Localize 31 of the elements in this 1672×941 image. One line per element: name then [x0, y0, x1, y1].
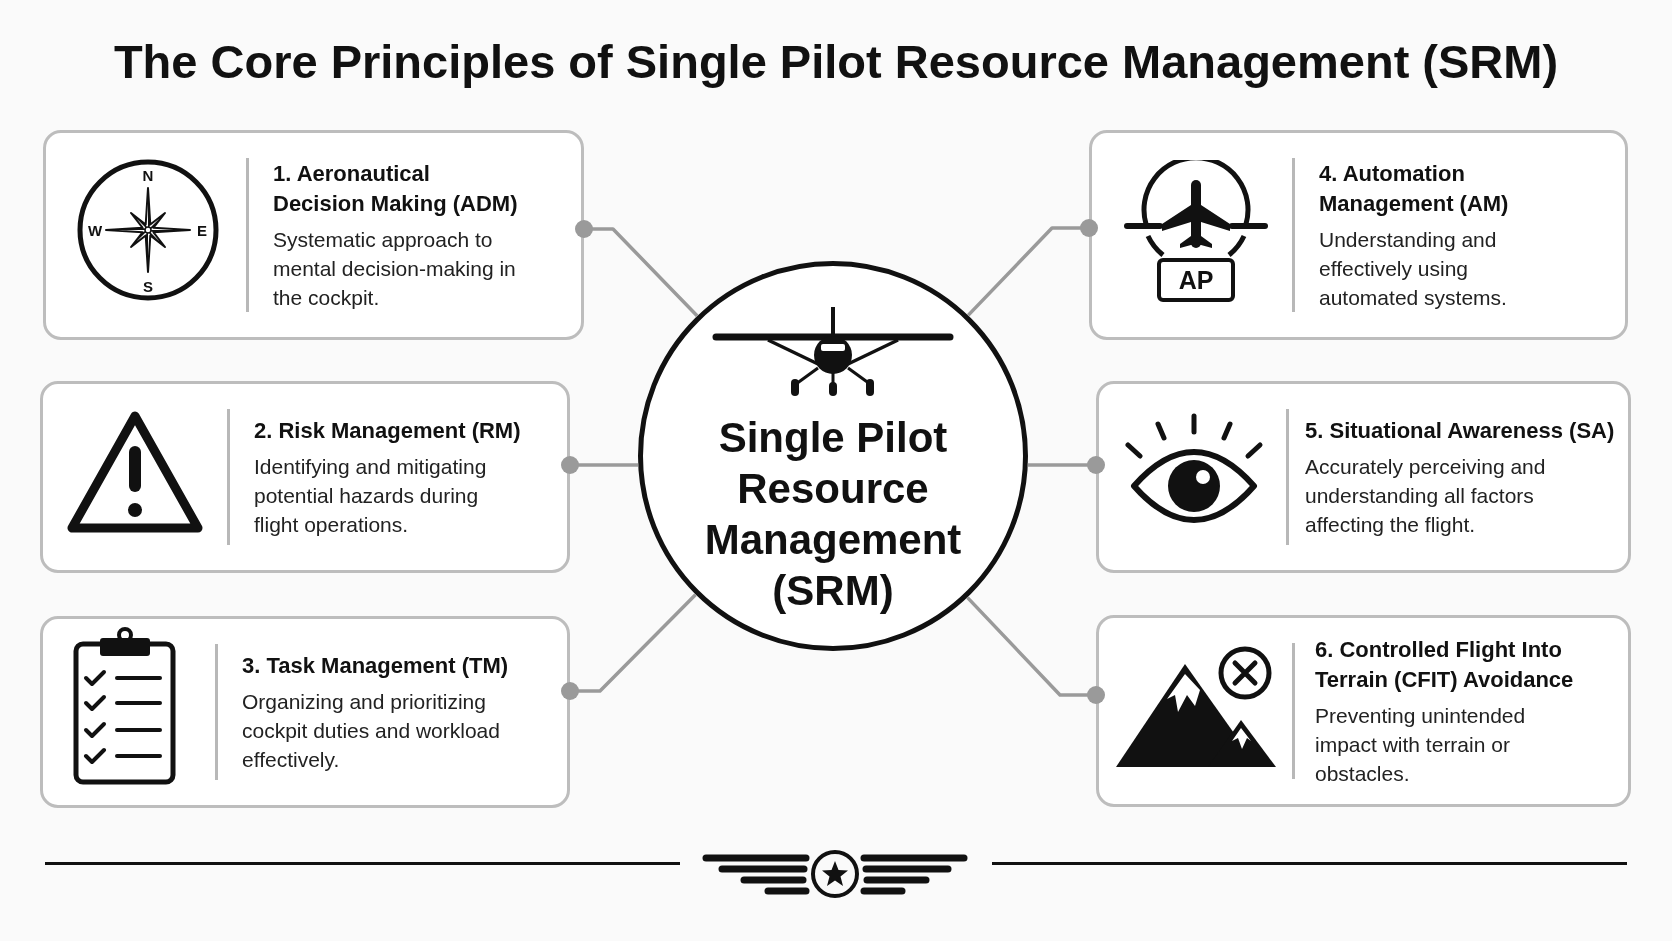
- card-heading: 3. Task Management (TM): [242, 651, 510, 680]
- card-description: Identifying and mitigating potential hazards during flight operations.: [254, 453, 488, 538]
- connector-line: [561, 456, 639, 474]
- connector-line: [966, 596, 1105, 704]
- principle-card: [1089, 130, 1628, 340]
- card-heading: 4. Automation Management (AM): [1319, 159, 1510, 218]
- principle-card: [1096, 381, 1631, 573]
- card-heading: 6. Controlled Flight Into Terrain (CFIT) Avoidance: [1315, 635, 1575, 694]
- hub-title: Single Pilot Resource Management (SRM): [703, 413, 963, 616]
- compass-letter: E: [197, 223, 207, 239]
- connector-line: [1027, 456, 1105, 474]
- connector-line: [575, 220, 699, 318]
- card-description: Understanding and effectively using automated systems.: [1319, 226, 1508, 311]
- page-title: The Core Principles of Single Pilot Resource Management (SRM): [113, 34, 1559, 90]
- compass-letter: S: [143, 279, 153, 295]
- compass-letter: W: [87, 223, 103, 239]
- card-description: Systematic approach to mental decision-making in the cockpit.: [273, 226, 517, 311]
- autopilot-label: AP: [1178, 266, 1214, 294]
- card-description: Accurately perceiving and understanding all factors affecting the flight.: [1305, 453, 1547, 538]
- compass-letter: N: [142, 168, 154, 184]
- card-heading: 1. Aeronautical Decision Making (ADM): [273, 159, 519, 218]
- card-description: Organizing and prioritizing cockpit duties and workload effectively.: [242, 688, 501, 773]
- principle-card: [40, 616, 570, 808]
- principle-card: [40, 381, 570, 573]
- connector-line: [561, 593, 697, 700]
- card-heading: 2. Risk Management (RM): [254, 416, 522, 445]
- principle-card: [43, 130, 584, 340]
- card-description: Preventing unintended impact with terrain or obstacles.: [1315, 702, 1527, 787]
- card-heading: 5. Situational Awareness (SA): [1305, 416, 1616, 445]
- connector-line: [966, 219, 1098, 317]
- principle-card: [1096, 615, 1631, 807]
